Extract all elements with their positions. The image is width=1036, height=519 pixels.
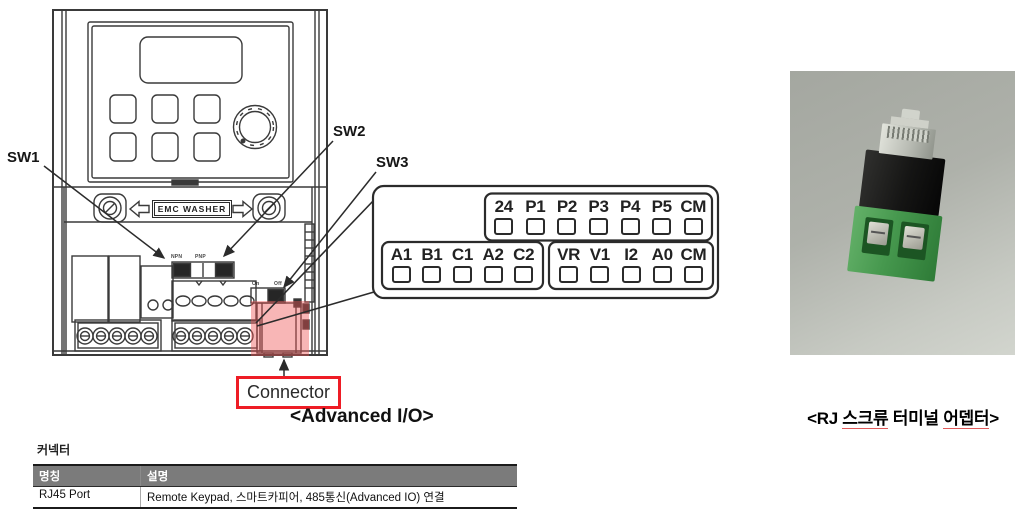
table-body: RJ45 Port Remote Keypad, 스마트카피어, 485통신(A… <box>33 487 517 507</box>
terminal-slot <box>897 221 930 261</box>
column-header-description: 설명 <box>140 466 517 486</box>
terminal: V1 <box>584 245 615 283</box>
terminal-pin <box>652 218 672 235</box>
connector-callout: Connector <box>236 376 341 409</box>
terminal-pin <box>391 266 411 283</box>
terminal-pin <box>621 266 641 283</box>
sw1-label: SW1 <box>7 149 40 166</box>
terminal-pin <box>494 218 514 235</box>
terminal-pin <box>557 218 577 235</box>
npn-label: NPN <box>171 254 183 260</box>
terminal: B1 <box>417 245 448 283</box>
screw-terminal-block <box>847 205 943 282</box>
caption-part: 스크류 <box>842 409 889 429</box>
terminal: C1 <box>447 245 478 283</box>
rj-adapter-photo <box>790 71 1015 355</box>
terminal: A1 <box>386 245 417 283</box>
terminal: A2 <box>478 245 509 283</box>
terminal-slot <box>861 216 894 257</box>
off-label: Off <box>274 281 282 287</box>
connector-highlight <box>251 301 309 356</box>
terminal-pin <box>683 218 703 235</box>
cell-name: RJ45 Port <box>39 489 91 501</box>
terminal: 24 <box>488 197 520 235</box>
cell-description: Remote Keypad, 스마트카피어, 485통신(Advanced IO… <box>140 487 517 507</box>
on-label: On <box>252 281 260 287</box>
emc-washer-banner: EMC WASHER <box>151 199 233 219</box>
terminal-pin <box>483 266 503 283</box>
terminal: P3 <box>583 197 615 235</box>
caption-part: 어뎁터 <box>943 409 990 429</box>
sw2-label: SW2 <box>333 123 366 140</box>
caption-part: 터미널 <box>888 409 944 428</box>
terminal-pin <box>620 218 640 235</box>
terminal-screw <box>902 225 925 251</box>
connector-table: 명칭 설명 RJ45 Port Remote Keypad, 스마트카피어, 4… <box>33 464 517 509</box>
terminal-pin <box>559 266 579 283</box>
terminal: P4 <box>614 197 646 235</box>
rj45-plug <box>878 123 936 160</box>
photo-caption: <RJ 스크류 터미널 어뎁터> <box>786 404 1020 429</box>
advanced-io-caption: <Advanced I/O> <box>290 406 434 427</box>
terminal: C2 <box>508 245 539 283</box>
sw3-label: SW3 <box>376 154 409 171</box>
column-header-name: 명칭 <box>39 471 61 483</box>
caption-part: <RJ <box>807 409 843 428</box>
terminal-pin <box>422 266 442 283</box>
rj-adapter <box>836 103 966 283</box>
terminal: CM <box>678 245 709 283</box>
terminal: P2 <box>551 197 583 235</box>
table-heading: 커넥터 <box>37 443 71 457</box>
terminal-pin <box>525 218 545 235</box>
terminal: A0 <box>647 245 678 283</box>
terminal-pin <box>590 266 610 283</box>
terminal-pin <box>652 266 672 283</box>
table-row: RJ45 Port Remote Keypad, 스마트카피어, 485통신(A… <box>33 487 517 507</box>
caption-part: > <box>989 409 999 428</box>
terminal: P5 <box>646 197 678 235</box>
terminal-pin <box>683 266 703 283</box>
terminal-screw <box>866 221 890 246</box>
terminal-pin <box>452 266 472 283</box>
table-header-row: 명칭 설명 <box>33 466 517 487</box>
terminal: P1 <box>520 197 552 235</box>
terminal: I2 <box>615 245 646 283</box>
terminal-pin <box>514 266 534 283</box>
pnp-label: PNP <box>195 254 206 260</box>
terminal-pin <box>589 218 609 235</box>
terminal: CM <box>677 197 709 235</box>
terminal: VR <box>553 245 584 283</box>
